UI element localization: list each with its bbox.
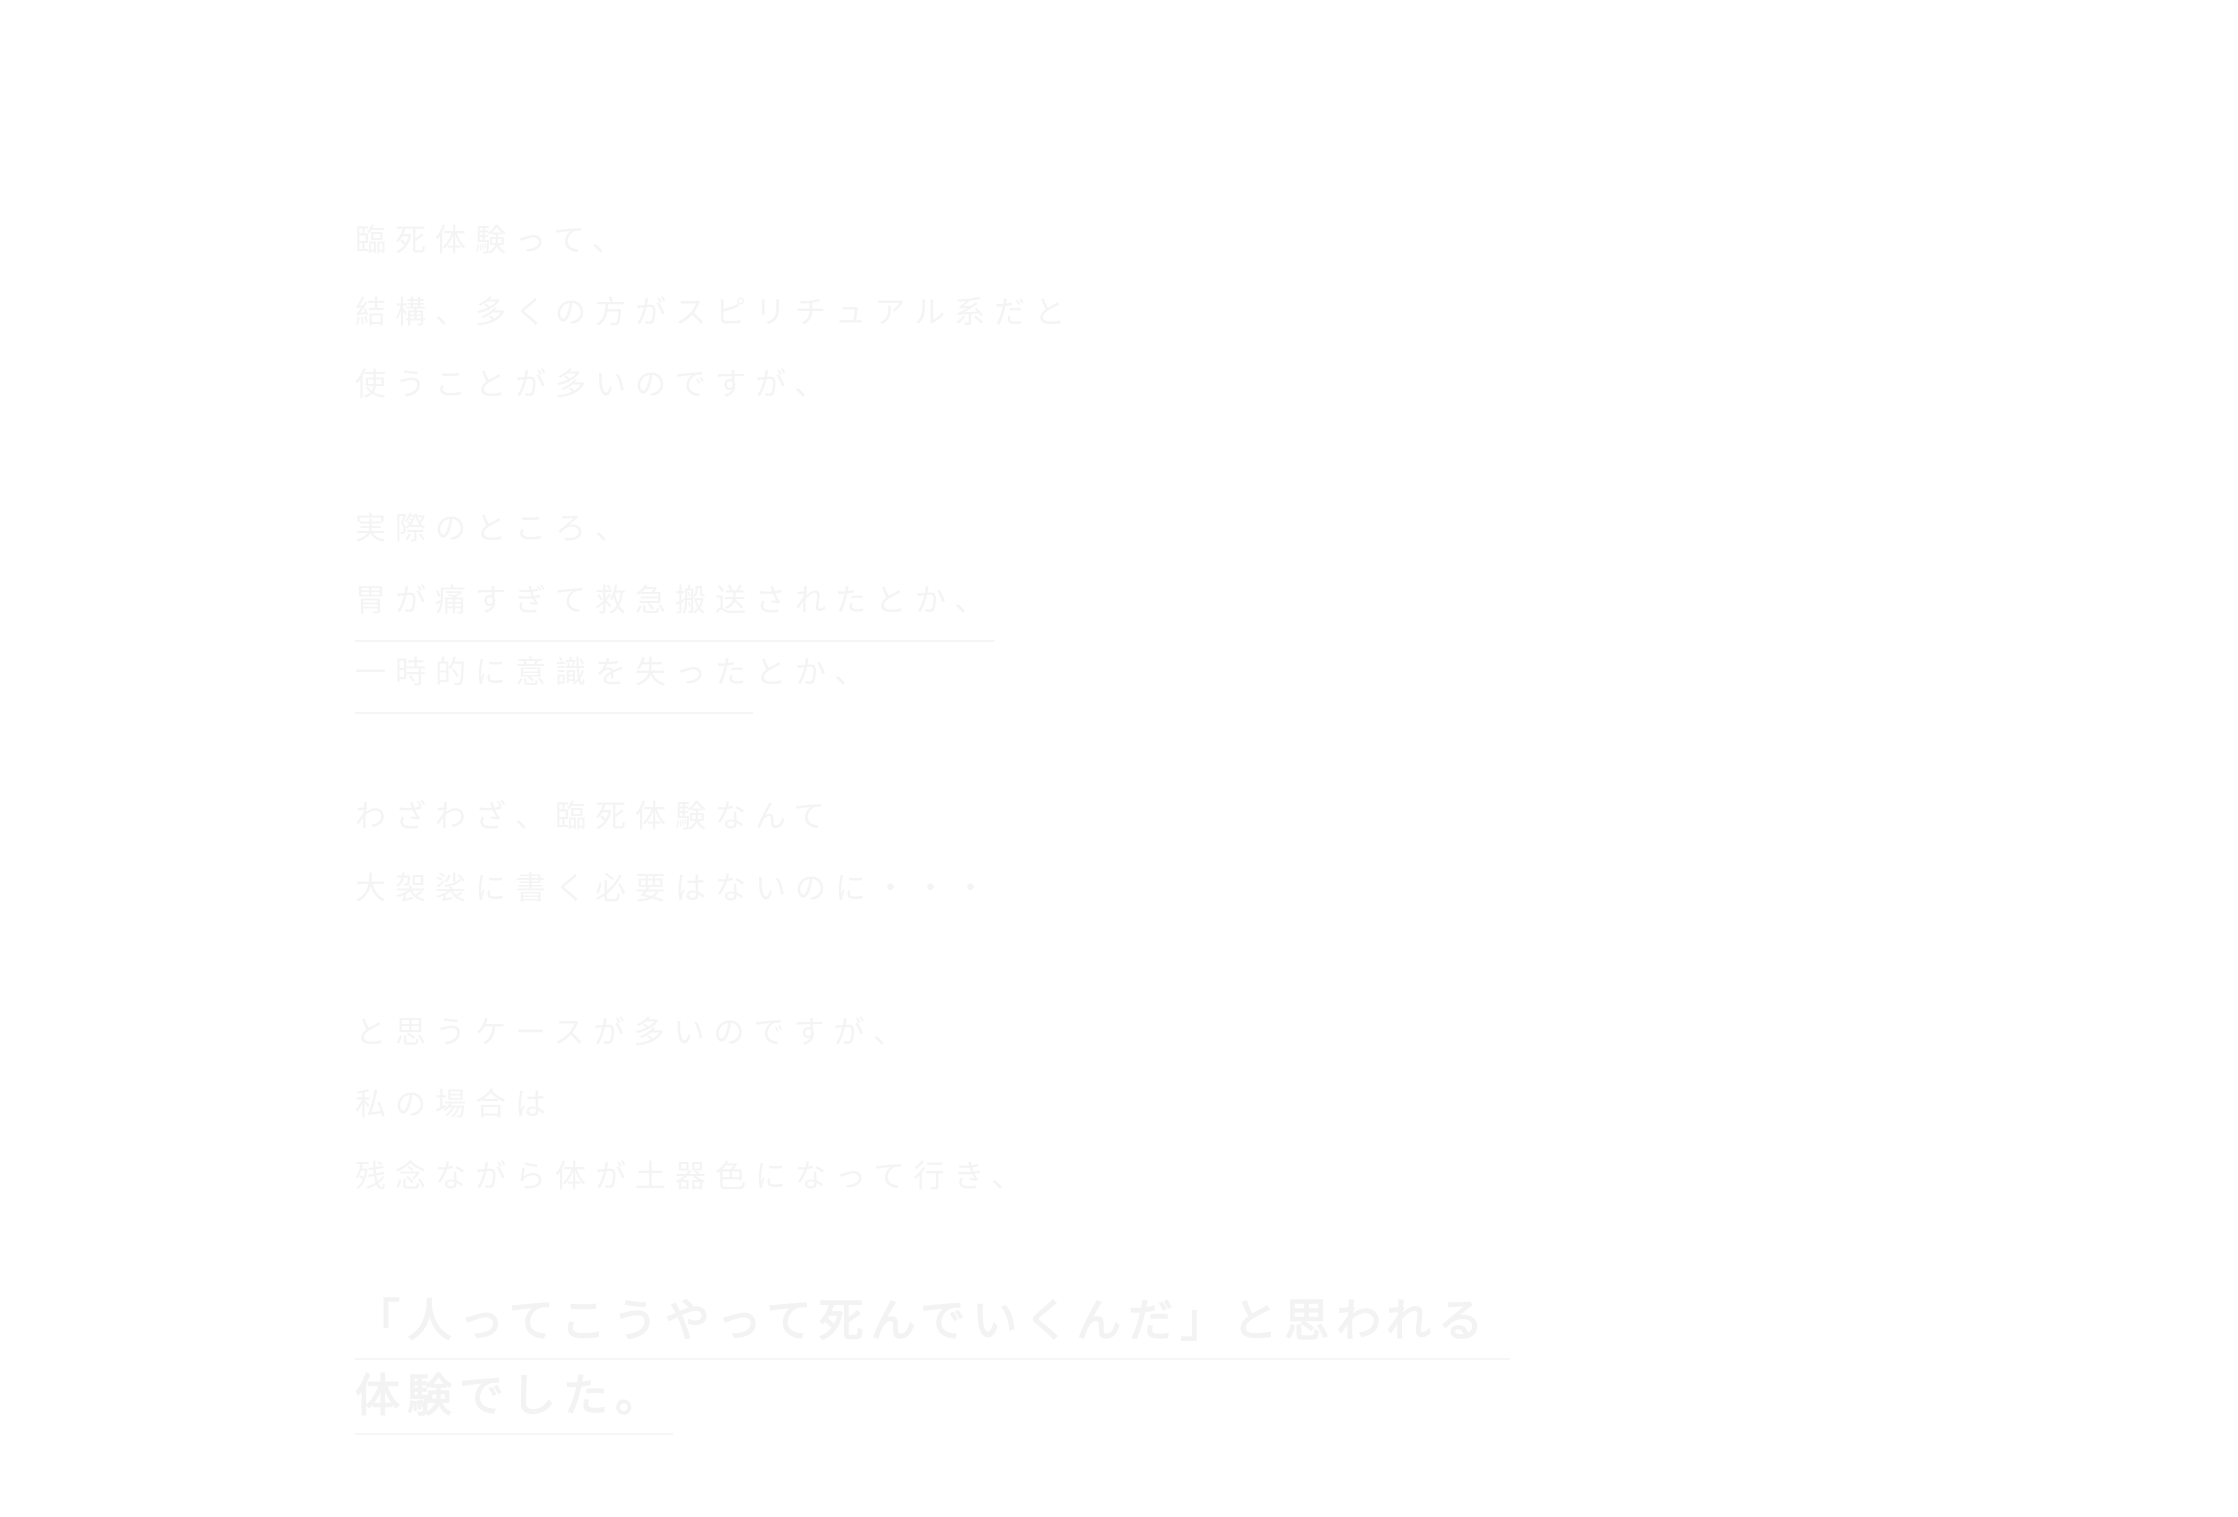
text-line: 実際のところ、 — [355, 511, 635, 547]
emphasis-block: 「人ってこうやって死んでいくんだ」と思われる 体験でした。 — [355, 1285, 1510, 1435]
text-line: 残念ながら体が土器色になって行き、 — [355, 1159, 1032, 1195]
paragraph-4: と思うケースが多いのですが、 私の場合は 残念ながら体が土器色になって行き、 — [355, 997, 1510, 1213]
text-line: わざわざ、臨死体験なんて — [355, 799, 834, 835]
underlined-text-line: 一時的に意識を失ったとか、 — [355, 642, 865, 714]
paragraph-1: 臨死体験って、 結構、多くの方がスピリチュアル系だと 使うことが多いのですが、 — [355, 205, 1510, 421]
text-line: 使うことが多いのですが、 — [355, 367, 835, 403]
text-line: と思うケースが多いのですが、 — [355, 1015, 913, 1051]
text-line: 臨死体験って、 — [355, 223, 632, 259]
paragraph-2: 実際のところ、 胃が痛すぎて救急搬送されたとか、 一時的に意識を失ったとか、 — [355, 493, 1510, 714]
emphasis-line: 体験でした。 — [355, 1363, 673, 1435]
paragraph-3: わざわざ、臨死体験なんて 大袈裟に書く必要はないのに・・・ — [355, 781, 1510, 925]
text-line: 私の場合は — [355, 1087, 555, 1123]
text-line: 結構、多くの方がスピリチュアル系だと — [355, 295, 1075, 331]
underlined-text-line: 胃が痛すぎて救急搬送されたとか、 — [355, 570, 995, 642]
emphasis-line: 「人ってこうやって死んでいくんだ」と思われる — [355, 1288, 1510, 1360]
article-body: 臨死体験って、 結構、多くの方がスピリチュアル系だと 使うことが多いのですが、 … — [355, 205, 1510, 1435]
text-line: 大袈裟に書く必要はないのに・・・ — [355, 871, 995, 907]
